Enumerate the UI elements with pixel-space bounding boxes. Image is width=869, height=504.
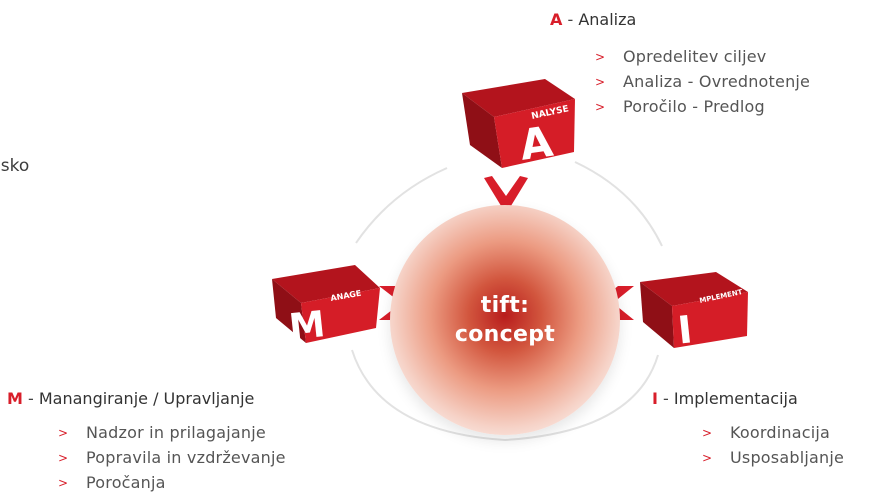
bullet-chevron-icon: >	[58, 476, 69, 490]
implement-heading: I - Implementacija	[652, 389, 798, 408]
list-item-label: Popravila in vzdrževanje	[86, 448, 286, 467]
analyse-heading: A - Analiza	[550, 10, 636, 29]
ring-arc-bottom	[351, 349, 659, 442]
list-item-label: Opredelitev ciljev	[623, 47, 767, 66]
analyse-heading-separator: -	[562, 10, 579, 29]
center-label-line1: tift:	[480, 293, 530, 318]
implement-heading-separator: -	[657, 389, 674, 408]
center-label-line2: concept	[454, 322, 556, 347]
bullet-chevron-icon: >	[595, 75, 606, 89]
implement-block-letter: I	[676, 307, 695, 352]
list-item: > Analiza - Ovrednotenje	[595, 69, 810, 94]
analyse-block-letter: A	[517, 117, 556, 170]
list-item-label: Poročilo - Predlog	[623, 97, 765, 116]
bullet-chevron-icon: >	[58, 451, 69, 465]
list-item-label: Nadzor in prilagajanje	[86, 423, 266, 442]
list-item: > Nadzor in prilagajanje	[58, 420, 286, 445]
cropped-text-fragment: jsko	[0, 156, 30, 176]
list-item-label: Poročanja	[86, 473, 166, 492]
bullet-chevron-icon: >	[595, 100, 606, 114]
analyse-heading-title: Analiza	[578, 10, 637, 29]
manage-heading-letter: M	[7, 389, 23, 408]
list-item: > Opredelitev ciljev	[595, 44, 810, 69]
list-item-label: Analiza - Ovrednotenje	[623, 72, 811, 91]
list-item-label: Usposabljanje	[730, 448, 845, 467]
ring-arc-top-right	[574, 161, 663, 247]
list-item: > Poročanja	[58, 470, 286, 495]
implement-list: > Koordinacija > Usposabljanje	[702, 420, 844, 470]
list-item-label: Koordinacija	[730, 423, 831, 442]
manage-block-letter: M	[287, 304, 327, 349]
list-item: > Poročilo - Predlog	[595, 94, 810, 119]
manage-heading: M - Manangiranje / Upravljanje	[7, 389, 254, 408]
analyse-block: A NALYSE	[462, 79, 575, 170]
analyse-heading-letter: A	[550, 10, 563, 29]
bullet-chevron-icon: >	[702, 426, 713, 440]
bullet-chevron-icon: >	[702, 451, 713, 465]
list-item: > Usposabljanje	[702, 445, 844, 470]
list-item: > Koordinacija	[702, 420, 844, 445]
implement-heading-letter: I	[652, 389, 658, 408]
bullet-chevron-icon: >	[58, 426, 69, 440]
manage-heading-separator: -	[22, 389, 39, 408]
manage-heading-title: Manangiranje / Upravljanje	[38, 389, 255, 408]
manage-block: M ANAGE	[272, 265, 380, 349]
ring-arc-top-left	[355, 167, 448, 244]
analyse-list: > Opredelitev ciljev > Analiza - Ovrednote…	[595, 44, 810, 119]
center-concept-sphere: tift: concept	[390, 205, 620, 435]
center-label: tift: concept	[455, 291, 555, 349]
implement-block: I MPLEMENT	[640, 272, 748, 353]
chevron-down-icon	[484, 176, 528, 214]
list-item: > Popravila in vzdrževanje	[58, 445, 286, 470]
implement-heading-title: Implementacija	[673, 389, 798, 408]
manage-list: > Nadzor in prilagajanje > Popravila in vz…	[58, 420, 286, 495]
bullet-chevron-icon: >	[595, 50, 606, 64]
